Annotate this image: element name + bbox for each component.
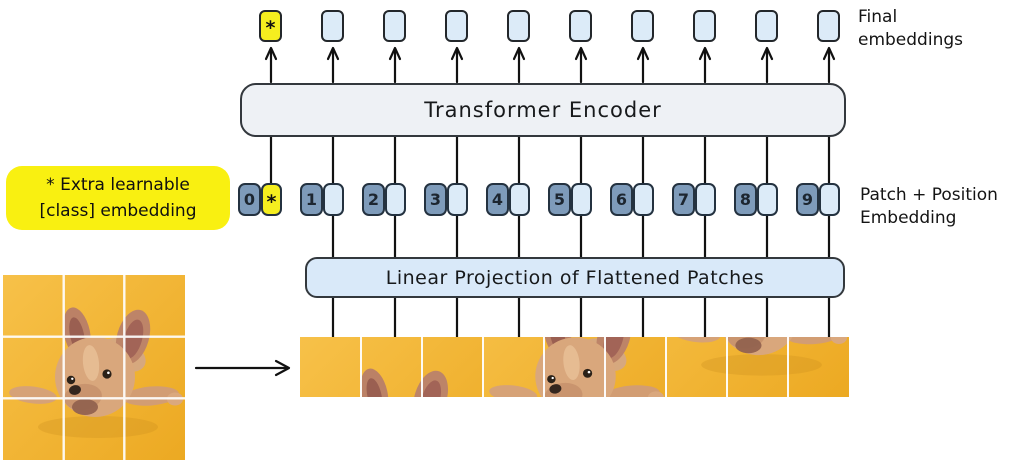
patch-embedding-token: [633, 183, 654, 216]
final-embedding-box: [383, 10, 406, 42]
final-embedding-box: [693, 10, 716, 42]
class-embedding-token: *: [261, 183, 282, 216]
patch-position-embedding-label: Patch + Position Embedding: [860, 185, 998, 228]
final-embedding-box: [507, 10, 530, 42]
position-token-2: 2: [362, 183, 385, 216]
final-embedding-box: [321, 10, 344, 42]
image-grid-lines: [3, 275, 185, 460]
position-token-8: 8: [734, 183, 757, 216]
final-embedding-class-box: *: [259, 10, 282, 42]
position-token-1: 1: [300, 183, 323, 216]
dog-photo: [3, 275, 185, 460]
position-token-4: 4: [486, 183, 509, 216]
patch-embedding-token: [385, 183, 406, 216]
position-token-0: 0: [238, 183, 261, 216]
position-token-3: 3: [424, 183, 447, 216]
patch-embedding-token: [447, 183, 468, 216]
position-token-9: 9: [796, 183, 819, 216]
transformer-encoder-box: Transformer Encoder: [240, 83, 846, 137]
class-embedding-note: * Extra learnable [class] embedding: [6, 166, 230, 230]
linear-projection-label: Linear Projection of Flattened Patches: [385, 266, 765, 289]
final-embeddings-label: Final embeddings: [858, 7, 963, 50]
position-token-5: 5: [548, 183, 571, 216]
class-note-line2: [class] embedding: [39, 201, 197, 221]
input-image-dog: [3, 275, 185, 460]
flattened-patches-strip: [300, 337, 849, 397]
patch-embedding-token: [509, 183, 530, 216]
final-embedding-box: [755, 10, 778, 42]
transformer-encoder-label: Transformer Encoder: [424, 98, 662, 122]
final-embedding-box: [817, 10, 840, 42]
linear-projection-box: Linear Projection of Flattened Patches: [305, 257, 845, 298]
patch-embedding-token: [695, 183, 716, 216]
final-embedding-box: [631, 10, 654, 42]
final-embedding-box: [445, 10, 468, 42]
position-token-7: 7: [672, 183, 695, 216]
position-token-6: 6: [610, 183, 633, 216]
patch-embedding-token: [571, 183, 592, 216]
patch-embedding-token: [323, 183, 344, 216]
patch-embedding-token: [757, 183, 778, 216]
class-asterisk: *: [265, 17, 276, 39]
patch-embedding-token: [819, 183, 840, 216]
class-note-line1: * Extra learnable: [46, 175, 190, 195]
final-embedding-box: [569, 10, 592, 42]
patch-separators: [360, 337, 789, 397]
class-asterisk: *: [266, 190, 277, 213]
